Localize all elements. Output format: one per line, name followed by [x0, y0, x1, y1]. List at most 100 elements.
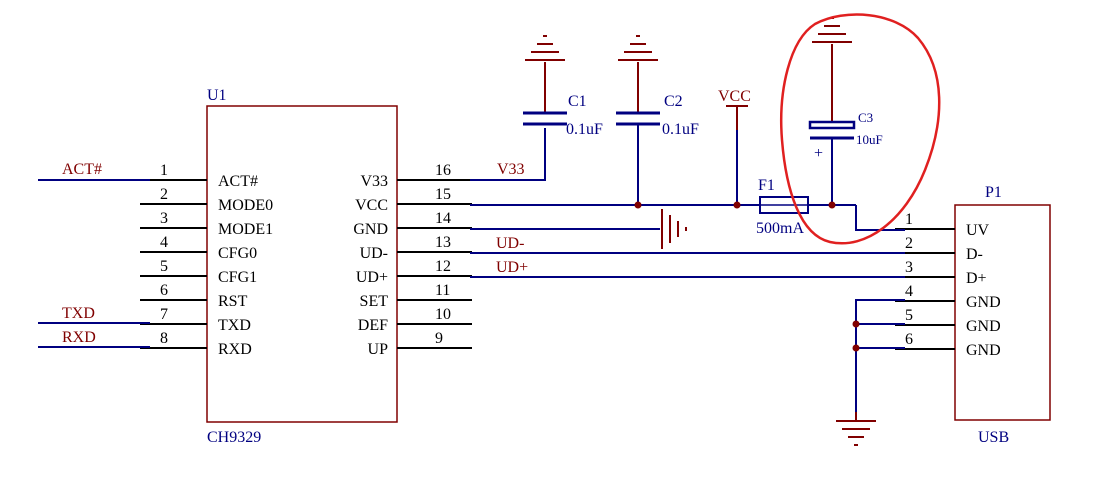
- p1-part-name: USB: [978, 429, 1009, 446]
- pin-name: GND: [966, 342, 1001, 359]
- net-label-udp: UD+: [496, 259, 528, 276]
- pin-name: RXD: [218, 341, 252, 358]
- pin-name: UV: [966, 222, 990, 239]
- net-label-txd: TXD: [62, 305, 95, 322]
- p1-designator: P1: [985, 184, 1002, 201]
- pin-name: D-: [966, 246, 983, 263]
- pin-number: 12: [435, 258, 451, 275]
- pin-number: 1: [160, 162, 168, 179]
- junction-dot: [852, 344, 860, 352]
- pin-name: ACT#: [218, 173, 258, 190]
- pin-number: 6: [160, 282, 168, 299]
- pin-number: 3: [905, 259, 913, 276]
- annotation-circle: [780, 13, 941, 245]
- gnd-u1-ground-icon: [661, 209, 687, 249]
- pin-number: 5: [160, 258, 168, 275]
- pin-name: MODE0: [218, 197, 273, 214]
- c1-value: 0.1uF: [566, 121, 603, 138]
- pin-name: RST: [218, 293, 248, 310]
- pin-name: CFG0: [218, 245, 257, 262]
- pin-name: DEF: [358, 317, 388, 334]
- u1-part-name: CH9329: [207, 429, 261, 446]
- pin-number: 14: [435, 210, 451, 227]
- pin-name: TXD: [218, 317, 251, 334]
- pin-number: 15: [435, 186, 451, 203]
- junction-dots: [634, 201, 860, 352]
- pin-number: 6: [905, 331, 913, 348]
- f1-fuse[interactable]: F1 500mA: [756, 177, 809, 237]
- pin-number: 16: [435, 162, 451, 179]
- c1-designator: C1: [568, 93, 587, 110]
- pin-number: 7: [160, 306, 168, 323]
- wire-vcc-uv[interactable]: [855, 205, 905, 231]
- pin-number: 11: [435, 282, 450, 299]
- net-label-act: ACT#: [62, 161, 102, 178]
- pin-number: 4: [160, 234, 168, 251]
- junction-dot: [828, 201, 836, 209]
- c2-ground-icon: [618, 35, 658, 61]
- pin-name: UP: [368, 341, 389, 358]
- vcc-port-label: VCC: [718, 88, 751, 105]
- c2-designator: C2: [664, 93, 683, 110]
- pin-number: 2: [905, 235, 913, 252]
- pin-number: 3: [160, 210, 168, 227]
- p1-body: [954, 204, 1051, 421]
- c1-ground-icon: [525, 35, 565, 61]
- pin-number: 5: [905, 307, 913, 324]
- pin-number: 8: [160, 330, 168, 347]
- junction-dot: [634, 201, 642, 209]
- net-label-udm: UD-: [496, 235, 524, 252]
- c3-capacitor[interactable]: + C3 10uF: [808, 44, 883, 205]
- c1-capacitor[interactable]: C1 0.1uF: [523, 62, 603, 138]
- junction-dot: [733, 201, 741, 209]
- c3-polarity: +: [814, 145, 823, 162]
- wire-usb-gnd[interactable]: [855, 299, 905, 412]
- c3-value: 10uF: [856, 132, 883, 147]
- wire-v33[interactable]: [470, 128, 546, 181]
- pin-number: 9: [435, 330, 443, 347]
- pin-name: UD+: [356, 269, 388, 286]
- pin-name: CFG1: [218, 269, 257, 286]
- vcc-power-port[interactable]: VCC: [718, 88, 751, 205]
- u1-component[interactable]: U1 CH9329 1ACT#2MODE03MODE14CFG05CFG16RS…: [140, 87, 472, 446]
- pin-name: MODE1: [218, 221, 273, 238]
- c3-ground-icon: [812, 17, 852, 43]
- u1-body: [206, 105, 398, 423]
- pin-number: 4: [905, 283, 913, 300]
- net-label-v33: V33: [497, 161, 525, 178]
- f1-designator: F1: [758, 177, 775, 194]
- pin-name: V33: [360, 173, 388, 190]
- pin-number: 10: [435, 306, 451, 323]
- net-label-rxd: RXD: [62, 329, 96, 346]
- pin-name: UD-: [360, 245, 388, 262]
- f1-value: 500mA: [756, 220, 804, 237]
- c3-designator: C3: [858, 110, 873, 125]
- pin-name: GND: [966, 294, 1001, 311]
- u1-pin-9[interactable]: 9UP: [368, 330, 472, 358]
- pin-name: VCC: [355, 197, 388, 214]
- pin-number: 13: [435, 234, 451, 251]
- c2-capacitor[interactable]: C2 0.1uF: [616, 62, 699, 205]
- pin-name: GND: [353, 221, 388, 238]
